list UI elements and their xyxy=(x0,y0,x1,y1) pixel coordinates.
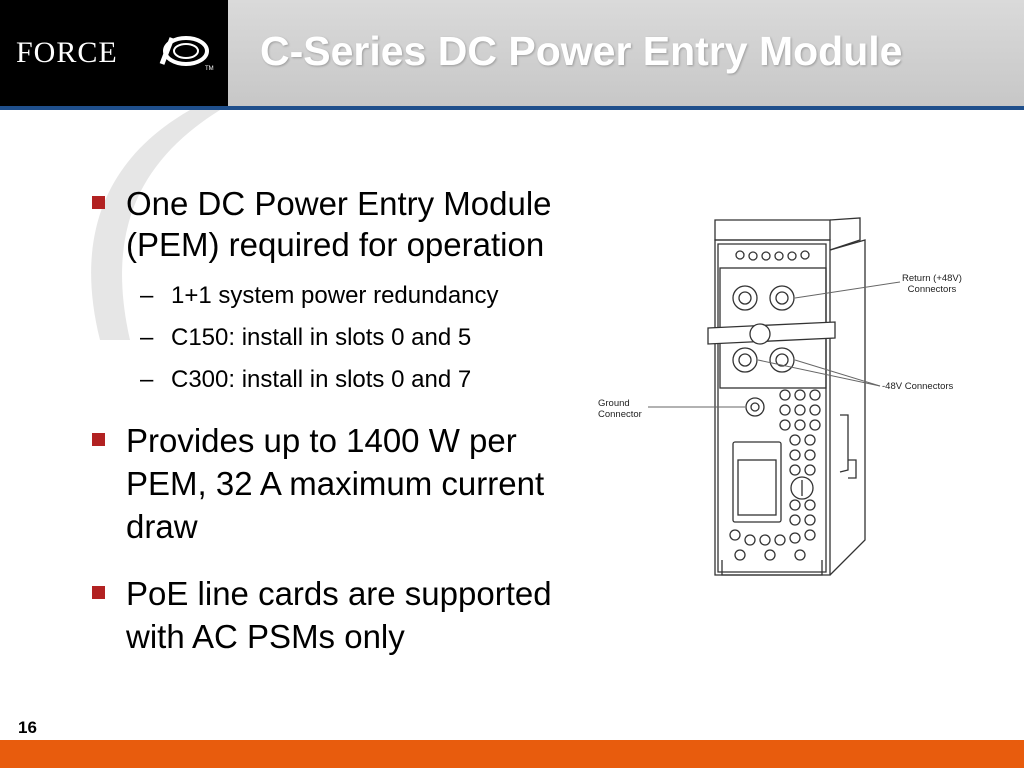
header-divider xyxy=(0,106,1024,110)
bullet-text: One DC Power Entry Module xyxy=(126,185,552,222)
callout-text: -48V Connectors xyxy=(882,381,954,392)
bullet-text: draw xyxy=(126,508,198,545)
sub-bullet-text: C150: install in slots 0 and 5 xyxy=(171,324,472,351)
header-gradient xyxy=(228,0,1024,106)
callout-text: Connectors xyxy=(907,284,957,295)
bullet-text: PEM, 32 A maximum current xyxy=(126,465,545,502)
bullet-text: Provides up to 1400 W per xyxy=(126,422,517,459)
dash-icon: – xyxy=(140,366,154,393)
logo: FORCE TM xyxy=(0,0,228,106)
minus48v-connectors-callout: -48V Connectors xyxy=(882,381,953,392)
sub-bullet-text: C300: install in slots 0 and 7 xyxy=(171,366,472,393)
decorative-swoosh xyxy=(91,110,221,340)
header-band: FORCE TM C-Series DC Power Entry Module xyxy=(0,0,1024,106)
return-connectors-callout: Return (+48V) Connectors xyxy=(902,273,962,295)
bullet-text: PoE line cards are supported xyxy=(126,575,552,612)
bullet-text: (PEM) required for operation xyxy=(126,226,545,263)
logo-trademark: TM xyxy=(205,66,214,72)
footer-bar xyxy=(0,740,1024,768)
pem-diagram: Return (+48V) Connectors -48V Connectors… xyxy=(590,210,1010,590)
bullet-text: with AC PSMs only xyxy=(126,618,405,655)
bullet-square-icon xyxy=(92,586,105,599)
bullet-square-icon xyxy=(92,433,105,446)
dash-icon: – xyxy=(140,324,154,351)
callout-text: Connector xyxy=(598,409,642,420)
pem-illustration xyxy=(648,217,901,576)
logo-wordmark: FORCE xyxy=(16,36,118,69)
ground-connector-callout: Ground Connector xyxy=(598,398,642,420)
callout-text: Ground xyxy=(598,398,630,409)
bullet-square-icon xyxy=(92,196,105,209)
sub-bullet-text: 1+1 system power redundancy xyxy=(171,282,499,309)
page-title: C-Series DC Power Entry Module xyxy=(260,28,903,74)
dash-icon: – xyxy=(140,282,154,309)
logo-ten-mark-icon xyxy=(159,36,209,66)
page-number: 16 xyxy=(18,718,37,737)
callout-text: Return (+48V) xyxy=(902,273,962,284)
